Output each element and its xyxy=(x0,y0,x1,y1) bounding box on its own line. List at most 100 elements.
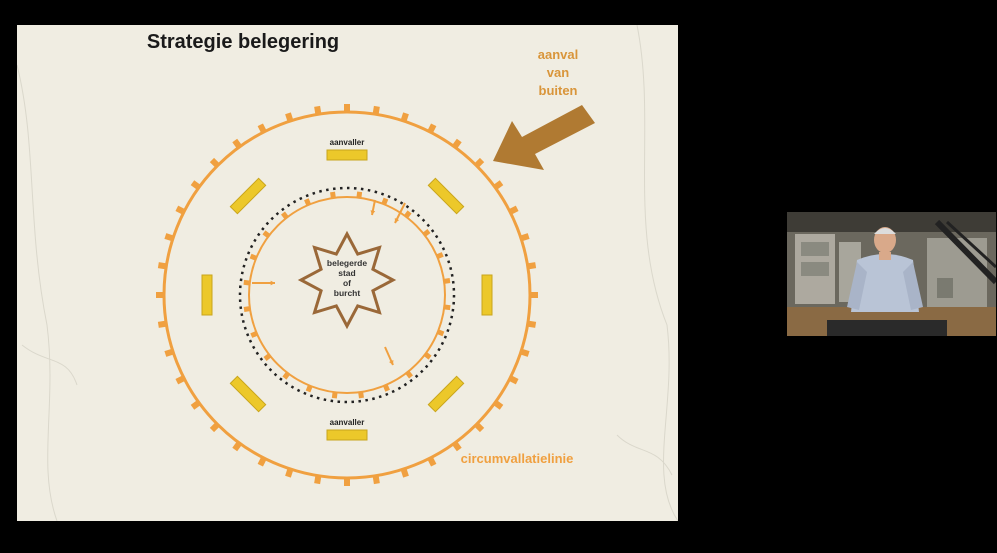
attack-label-3: buiten xyxy=(539,83,578,98)
outer-tower xyxy=(474,157,485,168)
inner-tower xyxy=(356,191,363,199)
attacker-camp xyxy=(229,177,267,215)
outer-tower xyxy=(427,123,437,134)
inner-tower xyxy=(382,384,390,392)
outer-tower xyxy=(190,400,201,410)
attacker-camp xyxy=(481,274,493,316)
attack-label-1: aanval xyxy=(538,47,578,62)
outer-tower xyxy=(314,475,322,485)
city-star xyxy=(297,230,397,330)
inner-tower xyxy=(436,252,444,260)
inner-tower xyxy=(436,329,445,337)
inner-tower xyxy=(358,391,364,399)
outer-tower xyxy=(452,138,462,149)
outer-tower xyxy=(257,123,267,134)
outer-tower xyxy=(344,104,350,112)
small-arrow-head xyxy=(270,280,275,286)
small-arrow-head xyxy=(370,210,376,215)
attacker-camp xyxy=(427,375,465,413)
slide-title: Strategie belegering xyxy=(146,31,340,53)
attack-label-2: van xyxy=(547,65,569,80)
outer-tower xyxy=(314,105,322,115)
inner-tower xyxy=(282,371,291,380)
outer-tower xyxy=(175,375,186,385)
presenter-video[interactable] xyxy=(787,212,996,336)
outer-tower xyxy=(372,475,380,485)
inner-tower xyxy=(281,211,289,220)
inner-tower xyxy=(331,391,338,399)
inner-tower xyxy=(243,279,251,286)
inner-ring xyxy=(248,196,446,394)
external-attack-arrow xyxy=(493,105,595,170)
outer-tower xyxy=(520,233,530,242)
siege-dotted-ring xyxy=(238,186,456,404)
outer-tower xyxy=(372,105,380,115)
outer-tower xyxy=(156,292,164,298)
inner-tower xyxy=(263,353,272,361)
inner-tower xyxy=(422,229,431,237)
attacker-camp xyxy=(326,149,368,161)
presentation-slide: belegerde stad of burcht aanvaller aanva… xyxy=(17,25,678,521)
attacker-camp xyxy=(201,274,213,316)
inner-tower xyxy=(443,304,451,311)
outer-tower xyxy=(400,468,409,478)
outer-tower xyxy=(209,157,220,168)
inner-tower xyxy=(249,253,258,261)
inner-tower xyxy=(381,197,389,206)
small-arrow-head xyxy=(394,218,400,223)
inner-tower xyxy=(304,198,312,206)
center-label-2: stad xyxy=(338,268,355,278)
outer-tower xyxy=(157,320,167,328)
outer-tower xyxy=(285,112,294,122)
outer-tower xyxy=(452,441,462,452)
outer-tower xyxy=(285,468,294,478)
inner-tower xyxy=(423,351,432,360)
center-label-1: belegerde xyxy=(327,258,367,268)
outer-tower xyxy=(232,138,242,149)
inner-tower xyxy=(305,384,313,393)
inner-tower xyxy=(330,191,336,199)
attacker-label-bottom: aanvaller xyxy=(330,418,365,427)
small-arrow-head xyxy=(389,360,394,365)
defense-arrows xyxy=(252,199,406,366)
attacker-camp xyxy=(427,177,465,215)
siege-diagram: belegerde stad of burcht aanvaller aanva… xyxy=(17,25,678,521)
outer-tower xyxy=(493,400,504,410)
inner-tower xyxy=(250,330,258,338)
outer-ring-towers xyxy=(156,104,538,486)
attacker-camps xyxy=(201,149,493,441)
center-label-4: burcht xyxy=(334,288,361,298)
outer-tower xyxy=(520,348,530,357)
inner-ring-towers xyxy=(243,191,451,399)
outer-tower xyxy=(527,262,537,270)
presenter-frame xyxy=(787,212,996,336)
center-label-3: of xyxy=(343,278,351,288)
outer-tower xyxy=(164,233,174,242)
circumvallation-label: circumvallatielinie xyxy=(461,451,574,466)
inner-tower xyxy=(403,210,412,219)
outer-tower xyxy=(190,180,201,190)
inner-tower xyxy=(405,370,413,379)
map-background xyxy=(17,25,678,521)
outer-tower xyxy=(493,180,504,190)
outer-tower xyxy=(508,205,519,215)
outer-tower xyxy=(400,112,409,122)
inner-tower xyxy=(262,230,271,239)
outer-tower xyxy=(508,375,519,385)
outer-tower xyxy=(527,320,537,328)
outer-tower xyxy=(157,262,167,270)
attacker-label-top: aanvaller xyxy=(330,138,365,147)
outer-tower xyxy=(474,422,485,433)
outer-tower xyxy=(257,456,267,467)
outer-tower xyxy=(344,478,350,486)
inner-tower xyxy=(243,306,251,312)
outer-tower xyxy=(209,422,220,433)
outer-tower xyxy=(232,441,242,452)
outer-tower xyxy=(530,292,538,298)
outer-tower xyxy=(175,205,186,215)
inner-tower xyxy=(443,278,451,284)
attacker-camp xyxy=(229,375,267,413)
attacker-camp xyxy=(326,429,368,441)
outer-tower xyxy=(164,348,174,357)
outer-tower xyxy=(427,456,437,467)
